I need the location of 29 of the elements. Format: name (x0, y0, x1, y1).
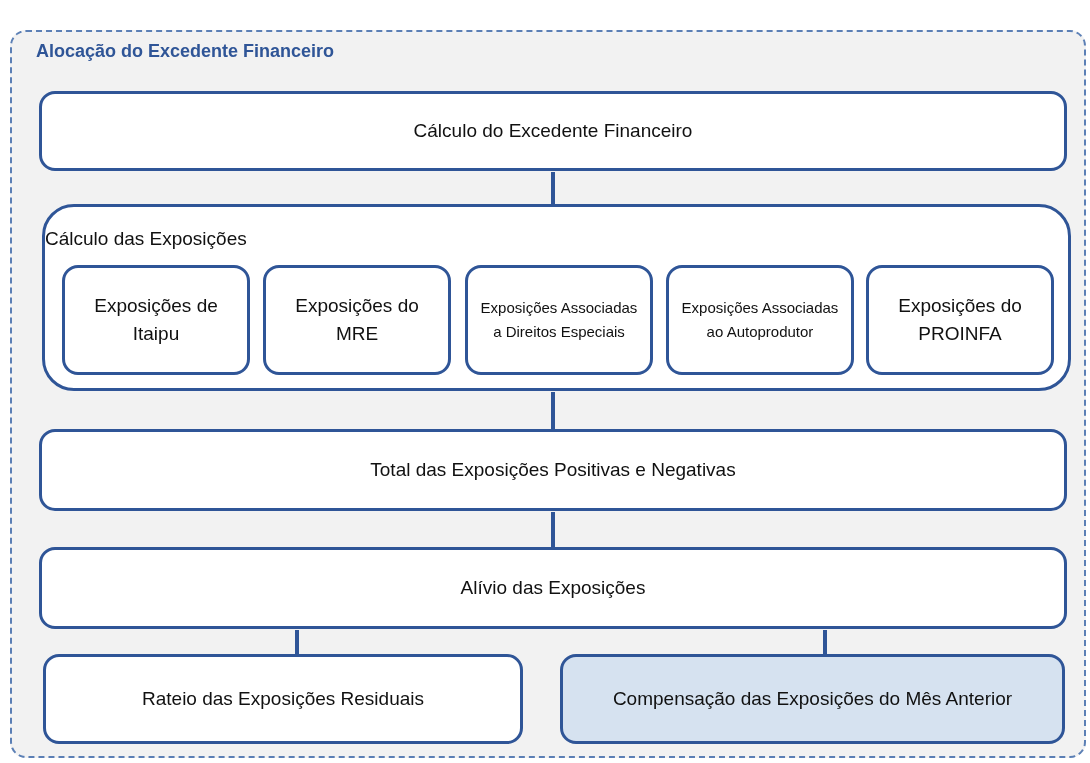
process-box (560, 654, 1065, 744)
process-box (43, 654, 523, 744)
box-label: Alívio das Exposições (460, 575, 646, 600)
dashed-panel (10, 30, 1086, 758)
box-label: Rateio das Exposições Residuais (142, 686, 424, 711)
box-label: Compensação das Exposições do Mês Anterior (612, 686, 1013, 711)
process-box (263, 265, 451, 375)
process-box (866, 265, 1054, 375)
group-box (42, 204, 1071, 391)
group-title: Cálculo das Exposições (45, 228, 247, 249)
panel-title: Alocação do Excedente Financeiro (36, 41, 335, 61)
process-box (39, 547, 1067, 629)
connector-line (295, 630, 299, 655)
connector-line (551, 512, 555, 548)
process-box (62, 265, 250, 375)
box-label: Exposições de Itaipu (93, 294, 219, 346)
box-label: Total das Exposições Positivas e Negativas (370, 457, 736, 482)
process-box (39, 91, 1067, 171)
process-box (39, 429, 1067, 511)
process-box (666, 265, 854, 375)
box-label: Exposições Associadas a Direitos Especiais (479, 298, 639, 342)
connector-line (551, 172, 555, 205)
connector-line (823, 630, 827, 655)
box-label: Exposições do MRE (294, 294, 420, 346)
process-box (465, 265, 653, 375)
box-label: Cálculo do Excedente Financeiro (413, 118, 693, 143)
box-label: Exposições Associadas ao Autoprodutor (681, 298, 839, 342)
box-label: Exposições do PROINFA (897, 294, 1023, 346)
connector-line (551, 392, 555, 430)
